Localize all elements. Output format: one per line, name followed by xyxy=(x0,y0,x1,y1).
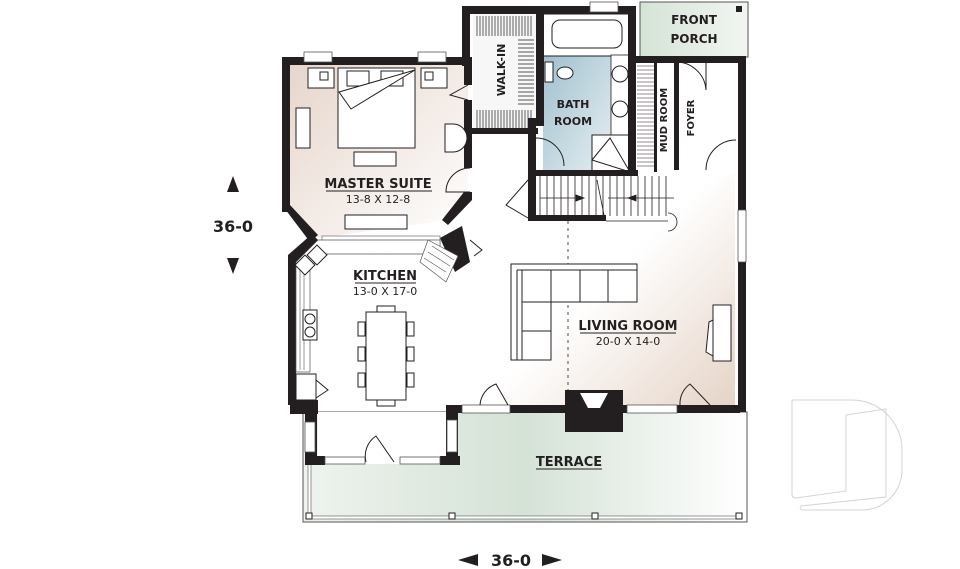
master-furniture xyxy=(295,67,468,230)
overall-dimension-vertical: 36-0 xyxy=(213,176,253,274)
overall-dimension-horizontal: 36-0 xyxy=(458,551,562,569)
master-suite-label: MASTER SUITE xyxy=(324,177,431,192)
watermark-logo-icon xyxy=(791,399,903,511)
arrow-right-icon xyxy=(542,554,562,566)
porch-label-line1: FRONT xyxy=(671,13,718,27)
staircase xyxy=(539,176,678,411)
bath-room-area xyxy=(542,13,632,175)
living-room-label: LIVING ROOM xyxy=(578,319,677,334)
arrow-left-icon xyxy=(458,554,478,566)
mud-room-label: MUD ROOM xyxy=(659,88,670,153)
foyer-label: FOYER xyxy=(686,99,697,136)
bath-label-line2: ROOM xyxy=(554,115,592,128)
bath-label-line1: BATH xyxy=(557,98,590,111)
kitchen-label: KITCHEN xyxy=(353,269,417,284)
room-labels: MASTER SUITE 13-8 X 12-8 WALK-IN BATH RO… xyxy=(324,13,717,470)
kitchen-dims: 13-0 X 17-0 xyxy=(353,285,417,298)
living-furniture xyxy=(510,263,732,408)
master-suite-dims: 13-8 X 12-8 xyxy=(346,193,410,206)
walk-in-closet xyxy=(473,12,537,130)
width-dimension: 36-0 xyxy=(491,551,531,569)
kitchen-furniture xyxy=(294,239,459,407)
front-porch-area xyxy=(639,1,749,58)
terrace-area xyxy=(302,411,748,523)
terrace-label: TERRACE xyxy=(536,455,602,470)
arrow-up-icon xyxy=(227,176,239,192)
porch-label-line2: PORCH xyxy=(670,32,717,46)
mud-room-area xyxy=(636,62,656,172)
depth-dimension: 36-0 xyxy=(213,217,253,236)
living-room-dims: 20-0 X 14-0 xyxy=(596,335,660,348)
doors xyxy=(315,61,737,463)
walk-in-label: WALK-IN xyxy=(495,44,508,97)
arrow-down-icon xyxy=(227,258,239,274)
